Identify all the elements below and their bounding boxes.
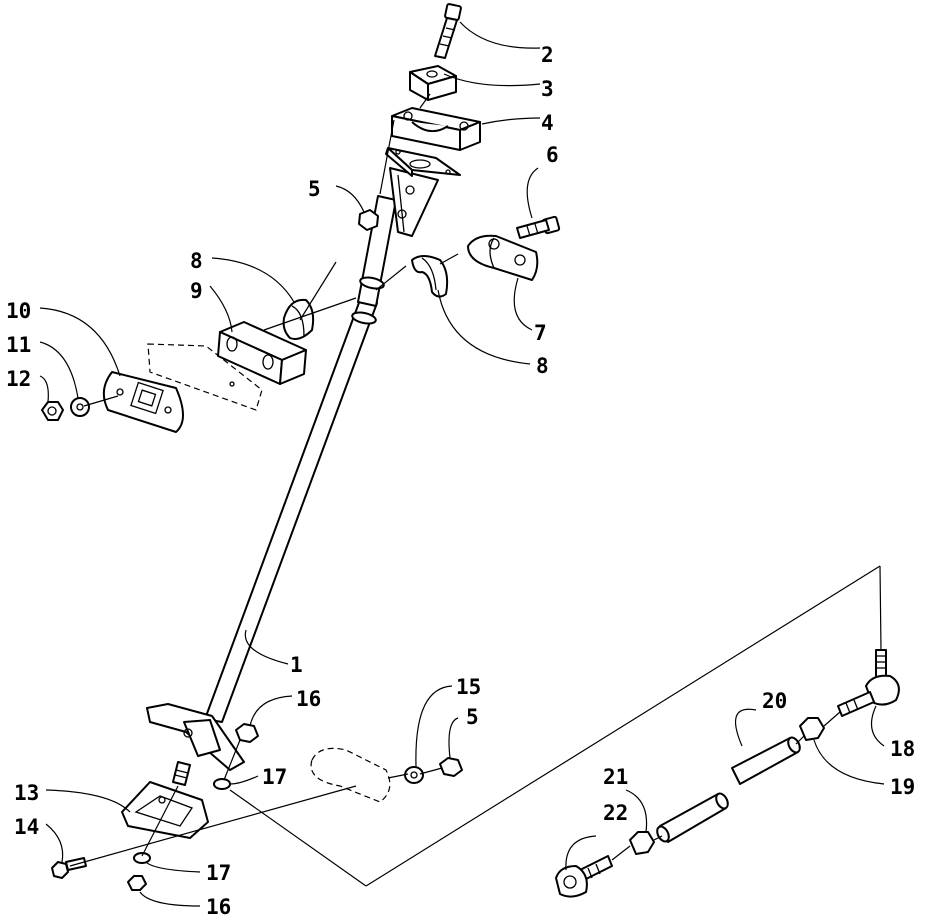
bolt-14 bbox=[51, 857, 87, 879]
callout-7: 7 bbox=[534, 321, 547, 345]
bolt-top bbox=[434, 3, 462, 59]
callout-4: 4 bbox=[541, 111, 554, 135]
bolt-clamp bbox=[516, 215, 561, 239]
callout-3: 3 bbox=[541, 77, 554, 101]
callout-12: 12 bbox=[6, 367, 31, 391]
callout-1: 1 bbox=[290, 653, 303, 677]
tie-rod-end-left bbox=[555, 855, 613, 898]
washer-17-lower bbox=[133, 852, 151, 864]
callout-17-upper: 17 bbox=[262, 765, 287, 789]
leader-lines bbox=[39, 21, 885, 907]
clamp-cap-lower bbox=[467, 234, 539, 281]
callout-5-lower: 5 bbox=[466, 705, 479, 729]
callout-16-lower: 16 bbox=[206, 895, 231, 919]
washer-11 bbox=[70, 397, 90, 417]
callout-19: 19 bbox=[890, 775, 915, 799]
callout-8-left: 8 bbox=[190, 249, 203, 273]
callout-11: 11 bbox=[6, 333, 31, 357]
jam-nut-left bbox=[629, 831, 655, 855]
callout-9: 9 bbox=[190, 279, 203, 303]
callout-21: 21 bbox=[603, 765, 628, 789]
callout-10: 10 bbox=[6, 299, 31, 323]
callout-22: 22 bbox=[603, 801, 628, 825]
nut-lower bbox=[439, 757, 463, 777]
tie-rod-end-right bbox=[837, 649, 900, 717]
callout-2: 2 bbox=[541, 43, 554, 67]
callout-6: 6 bbox=[546, 143, 559, 167]
nut-16-lower bbox=[127, 875, 147, 891]
nut-16-upper bbox=[235, 723, 259, 743]
tie-rod-tube bbox=[656, 736, 801, 843]
callout-13: 13 bbox=[14, 781, 39, 805]
handlebar-block bbox=[391, 107, 481, 151]
steering-post bbox=[146, 147, 461, 786]
callout-20: 20 bbox=[762, 689, 787, 713]
callout-15: 15 bbox=[456, 675, 481, 699]
callout-16-upper: 16 bbox=[296, 687, 321, 711]
link-outline bbox=[310, 747, 391, 803]
jam-nut-right bbox=[799, 717, 825, 741]
clamp-block bbox=[217, 321, 307, 385]
bushing-right bbox=[411, 255, 449, 298]
nut-12 bbox=[41, 401, 64, 421]
callout-14: 14 bbox=[14, 815, 39, 839]
washer-15 bbox=[404, 766, 424, 784]
callout-17-lower: 17 bbox=[206, 861, 231, 885]
washer-17-upper bbox=[213, 778, 231, 790]
clamp-cap-small bbox=[409, 65, 457, 101]
callout-5-upper: 5 bbox=[308, 177, 321, 201]
callout-18: 18 bbox=[890, 737, 915, 761]
mount-plate bbox=[102, 371, 184, 433]
nut-upper bbox=[358, 209, 379, 231]
callout-8-right: 8 bbox=[536, 354, 549, 378]
